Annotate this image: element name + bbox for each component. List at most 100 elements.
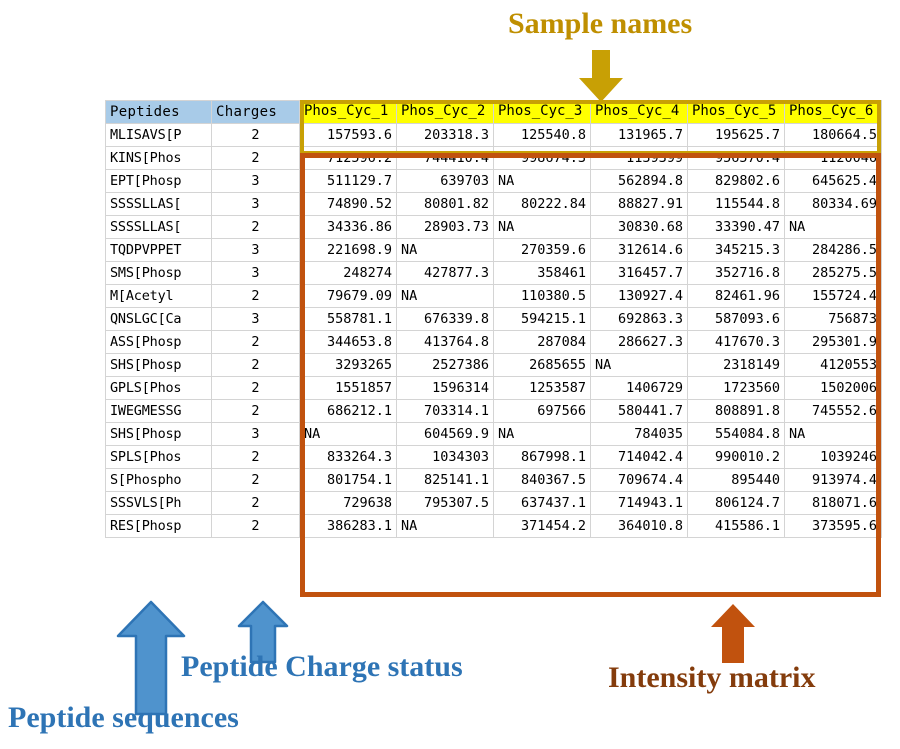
cell-intensity[interactable]: 895440 [687,468,785,492]
column-header-sample-1[interactable]: Phos_Cyc_1 [299,100,397,124]
cell-peptide-sequence[interactable]: SPLS[Phos [105,445,212,469]
cell-intensity[interactable]: NA [590,353,688,377]
cell-charge[interactable]: 2 [211,146,300,170]
cell-intensity[interactable]: 639703 [396,169,494,193]
cell-intensity[interactable]: NA [784,215,882,239]
cell-intensity[interactable]: 990010.2 [687,445,785,469]
cell-intensity[interactable]: 580441.7 [590,399,688,423]
cell-charge[interactable]: 3 [211,169,300,193]
cell-charge[interactable]: 3 [211,192,300,216]
cell-intensity[interactable]: NA [784,422,882,446]
cell-peptide-sequence[interactable]: QNSLGC[Ca [105,307,212,331]
cell-peptide-sequence[interactable]: ASS[Phosp [105,330,212,354]
cell-peptide-sequence[interactable]: M[Acetyl [105,284,212,308]
cell-intensity[interactable]: 131965.7 [590,123,688,147]
cell-intensity[interactable]: 155724.4 [784,284,882,308]
cell-intensity[interactable]: 829802.6 [687,169,785,193]
cell-intensity[interactable]: 806124.7 [687,491,785,515]
cell-intensity[interactable]: 248274 [299,261,397,285]
column-header-charges[interactable]: Charges [211,100,300,124]
cell-intensity[interactable]: 295301.9 [784,330,882,354]
cell-intensity[interactable]: 818071.6 [784,491,882,515]
cell-intensity[interactable]: 998674.3 [493,146,591,170]
cell-intensity[interactable]: 417670.3 [687,330,785,354]
cell-intensity[interactable]: 1596314 [396,376,494,400]
column-header-sample-6[interactable]: Phos_Cyc_6 [784,100,882,124]
cell-intensity[interactable]: NA [493,422,591,446]
cell-intensity[interactable]: 784035 [590,422,688,446]
cell-peptide-sequence[interactable]: SSSSLLAS[ [105,192,212,216]
cell-intensity[interactable]: 729638 [299,491,397,515]
cell-charge[interactable]: 2 [211,468,300,492]
cell-intensity[interactable]: 1034303 [396,445,494,469]
cell-intensity[interactable]: 284286.5 [784,238,882,262]
cell-intensity[interactable]: 2527386 [396,353,494,377]
cell-intensity[interactable]: 373595.6 [784,514,882,538]
cell-intensity[interactable]: 358461 [493,261,591,285]
cell-intensity[interactable]: 840367.5 [493,468,591,492]
cell-peptide-sequence[interactable]: SMS[Phosp [105,261,212,285]
cell-intensity[interactable]: 287084 [493,330,591,354]
column-header-sample-3[interactable]: Phos_Cyc_3 [493,100,591,124]
cell-intensity[interactable]: NA [396,514,494,538]
cell-intensity[interactable]: NA [493,169,591,193]
cell-intensity[interactable]: 697566 [493,399,591,423]
cell-charge[interactable]: 2 [211,330,300,354]
cell-peptide-sequence[interactable]: EPT[Phosp [105,169,212,193]
cell-intensity[interactable]: 79679.09 [299,284,397,308]
cell-peptide-sequence[interactable]: SHS[Phosp [105,353,212,377]
cell-intensity[interactable]: 594215.1 [493,307,591,331]
cell-intensity[interactable]: 34336.86 [299,215,397,239]
cell-intensity[interactable]: NA [299,422,397,446]
cell-charge[interactable]: 2 [211,514,300,538]
cell-peptide-sequence[interactable]: TQDPVPPET [105,238,212,262]
cell-intensity[interactable]: 744410.4 [396,146,494,170]
cell-intensity[interactable]: 703314.1 [396,399,494,423]
cell-intensity[interactable]: 413764.8 [396,330,494,354]
cell-intensity[interactable]: 157593.6 [299,123,397,147]
cell-intensity[interactable]: 562894.8 [590,169,688,193]
cell-intensity[interactable]: 312614.6 [590,238,688,262]
cell-intensity[interactable]: 1723560 [687,376,785,400]
cell-intensity[interactable]: 364010.8 [590,514,688,538]
cell-intensity[interactable]: 554084.8 [687,422,785,446]
cell-intensity[interactable]: 825141.1 [396,468,494,492]
cell-peptide-sequence[interactable]: RES[Phosp [105,514,212,538]
cell-intensity[interactable]: 801754.1 [299,468,397,492]
cell-intensity[interactable]: 286627.3 [590,330,688,354]
cell-intensity[interactable]: 352716.8 [687,261,785,285]
cell-intensity[interactable]: 386283.1 [299,514,397,538]
cell-charge[interactable]: 2 [211,491,300,515]
cell-charge[interactable]: 3 [211,238,300,262]
cell-peptide-sequence[interactable]: MLISAVS[P [105,123,212,147]
cell-charge[interactable]: 2 [211,284,300,308]
cell-intensity[interactable]: 80801.82 [396,192,494,216]
cell-intensity[interactable]: 221698.9 [299,238,397,262]
cell-peptide-sequence[interactable]: S[Phospho [105,468,212,492]
cell-intensity[interactable]: 745552.6 [784,399,882,423]
cell-intensity[interactable]: 316457.7 [590,261,688,285]
cell-intensity[interactable]: 712596.2 [299,146,397,170]
cell-intensity[interactable]: 371454.2 [493,514,591,538]
cell-intensity[interactable]: 808891.8 [687,399,785,423]
cell-intensity[interactable]: 709674.4 [590,468,688,492]
cell-charge[interactable]: 2 [211,399,300,423]
cell-charge[interactable]: 2 [211,376,300,400]
cell-intensity[interactable]: 956570.4 [687,146,785,170]
cell-intensity[interactable]: 82461.96 [687,284,785,308]
cell-intensity[interactable]: 285275.5 [784,261,882,285]
cell-charge[interactable]: 3 [211,261,300,285]
column-header-sample-4[interactable]: Phos_Cyc_4 [590,100,688,124]
